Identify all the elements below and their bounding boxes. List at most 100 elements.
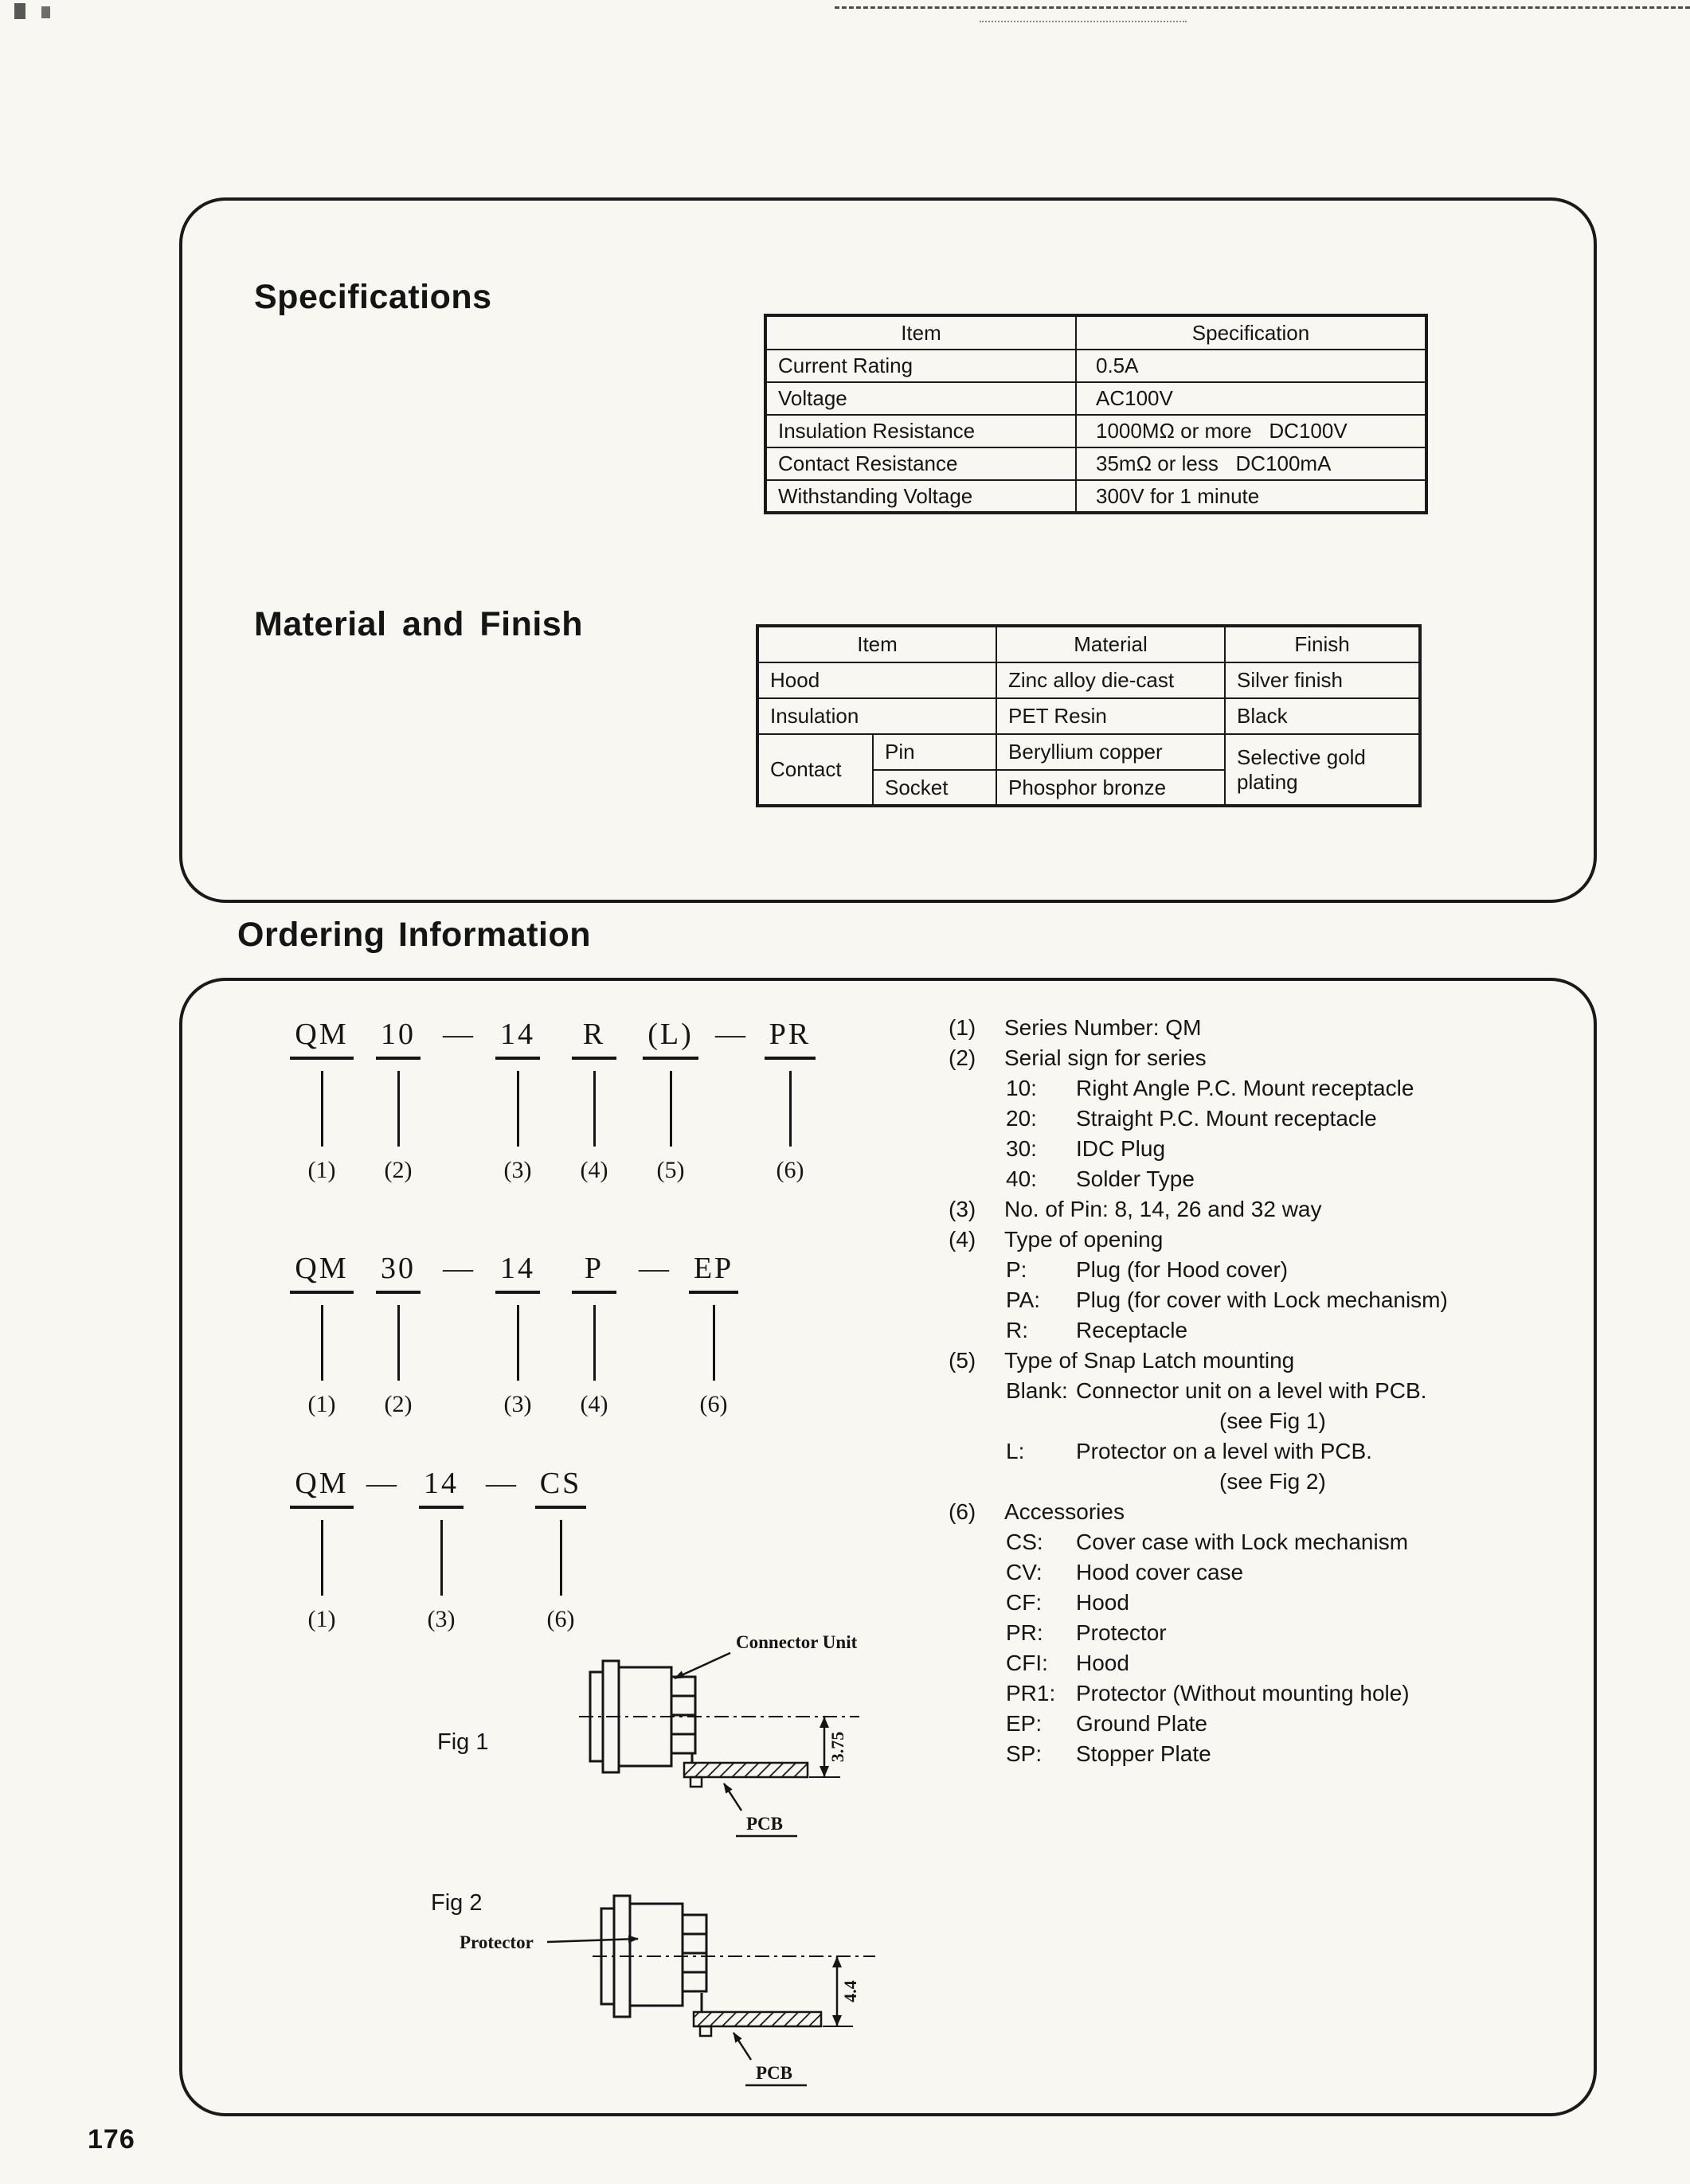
code-token-number: (6) — [776, 1156, 804, 1183]
item-cell: Hood — [756, 662, 998, 699]
code-token-text: P — [572, 1252, 616, 1294]
leader-line — [440, 1519, 443, 1596]
item-cell: Current Rating — [765, 349, 1077, 383]
value-cell: 300V for 1 minute — [1075, 479, 1427, 514]
value-cell: 1000MΩ or more DC100V — [1075, 414, 1427, 448]
table-row: Hood Zinc alloy die-cast Silver finish — [756, 662, 1422, 699]
note-text: Cover case with Lock mechanism — [1076, 1530, 1409, 1554]
note-line: (1)Series Number: QM — [949, 1013, 1586, 1043]
code-token-text: EP — [688, 1252, 739, 1294]
note-code: 20: — [1006, 1106, 1037, 1131]
finish-cell: Selective gold plating — [1224, 733, 1422, 807]
item-cell: Withstanding Voltage — [765, 479, 1077, 514]
code-token: (L) (5) — [639, 1018, 702, 1184]
code-token-number: (3) — [503, 1156, 532, 1183]
value-cell: AC100V — [1075, 381, 1427, 416]
code-separator: — — [486, 1467, 516, 1500]
svg-text:PCB: PCB — [746, 1814, 783, 1834]
note-line: (5)Type of Snap Latch mounting — [949, 1346, 1586, 1376]
note-number: (4) — [949, 1227, 976, 1252]
note-text: IDC Plug — [1076, 1136, 1166, 1161]
note-text: Straight P.C. Mount receptacle — [1076, 1106, 1377, 1131]
note-text: Connector unit on a level with PCB. — [1076, 1378, 1427, 1403]
material-cell: Zinc alloy die-cast — [996, 662, 1226, 699]
material-cell: Beryllium copper — [996, 733, 1226, 771]
material-cell: Phosphor bronze — [996, 769, 1226, 807]
note-line: 20: Straight P.C. Mount receptacle — [949, 1104, 1586, 1134]
code-token-number: (1) — [307, 1156, 336, 1183]
note-text: Hood — [1076, 1651, 1129, 1675]
code-token-text: CS — [534, 1467, 587, 1509]
page-number: 176 — [88, 2124, 135, 2155]
header-item: Item — [756, 625, 998, 663]
note-line: PR:Protector — [949, 1618, 1586, 1648]
code-separator: — — [715, 1018, 745, 1051]
table-row: Contact Pin Beryllium copper Selective g… — [757, 733, 1422, 807]
ordering-information-box: QM (1) 10 (2) — 14 (3) R (4) (L) (5) — P… — [179, 978, 1597, 2116]
note-code: PR: — [1006, 1620, 1043, 1645]
code-separator: — — [443, 1252, 473, 1285]
value-cell: 0.5A — [1075, 349, 1427, 383]
note-text: Receptacle — [1076, 1318, 1188, 1342]
note-text: Right Angle P.C. Mount receptacle — [1076, 1076, 1414, 1100]
code-token: QM (1) — [290, 1467, 354, 1633]
note-code: PR1: — [1006, 1681, 1056, 1705]
note-line: (4)Type of opening — [949, 1225, 1586, 1255]
ordering-information-heading: Ordering Information — [237, 916, 591, 954]
note-text: Plug (for Hood cover) — [1076, 1257, 1289, 1282]
note-text: Hood cover case — [1076, 1560, 1244, 1584]
note-line: L:Protector on a level with PCB. — [949, 1436, 1586, 1467]
dimension-4-4: 4.4 — [823, 1956, 860, 2027]
code-token-number: (3) — [427, 1605, 456, 1632]
finish-cell: Black — [1224, 697, 1422, 735]
code-token-number: (1) — [307, 1390, 336, 1417]
leader-line — [397, 1070, 400, 1147]
part-number-diagram-2: QM (1) 30 (2) — 14 (3) P (4) — EP (6) — [290, 1252, 745, 1418]
leader-line — [669, 1070, 672, 1147]
leader-line — [516, 1304, 519, 1381]
fig2-diagram: Protector 4.4 PCB — [460, 1894, 875, 2087]
note-code: 10: — [1006, 1076, 1037, 1100]
note-code: PA: — [1006, 1287, 1041, 1312]
ordering-notes: (1)Series Number: QM (2)Serial sign for … — [949, 1013, 1586, 1769]
note-line: PR1:Protector (Without mounting hole) — [949, 1678, 1586, 1709]
leader-line — [712, 1304, 715, 1381]
code-separator: — — [639, 1252, 669, 1285]
code-token: CS (6) — [529, 1467, 593, 1633]
note-line: CV:Hood cover case — [949, 1557, 1586, 1588]
note-line: (see Fig 1) — [949, 1406, 1586, 1436]
code-token-number: (2) — [384, 1390, 413, 1417]
code-token: EP (6) — [682, 1252, 745, 1418]
note-text: (see Fig 2) — [1219, 1469, 1326, 1494]
code-token-text: 14 — [495, 1018, 540, 1060]
scan-artifact-dashed-line — [835, 6, 1690, 9]
code-token-number: (6) — [699, 1390, 728, 1417]
code-token-text: QM — [290, 1018, 354, 1060]
note-line: CFI:Hood — [949, 1648, 1586, 1678]
scan-artifact-mark — [14, 3, 25, 19]
note-line: CF:Hood — [949, 1588, 1586, 1618]
table-row: Insulation PET Resin Black — [756, 697, 1422, 735]
code-token-text: R — [572, 1018, 616, 1060]
fig1-diagram: Connector Unit 3.75 PCB — [579, 1632, 859, 1838]
code-token-text: 30 — [376, 1252, 421, 1294]
svg-text:PCB: PCB — [756, 2063, 792, 2083]
code-token: 14 (3) — [486, 1252, 550, 1418]
callout-arrow — [674, 1651, 731, 1680]
code-token-number: (1) — [307, 1605, 336, 1632]
code-token-text: 14 — [419, 1467, 464, 1509]
note-code: CS: — [1006, 1530, 1043, 1554]
header-item: Item — [765, 315, 1077, 350]
note-code: CF: — [1006, 1590, 1043, 1615]
leader-line — [397, 1304, 400, 1381]
code-token: 30 (2) — [366, 1252, 430, 1418]
note-line: 30:IDC Plug — [949, 1134, 1586, 1164]
scan-artifact-dotted-line — [980, 21, 1187, 22]
pcb-bar — [692, 2010, 823, 2037]
note-line: (see Fig 2) — [949, 1467, 1586, 1497]
leader-line — [593, 1070, 596, 1147]
dimension-text: 3.75 — [827, 1732, 847, 1763]
note-text: Type of Snap Latch mounting — [1004, 1348, 1295, 1373]
code-token-text: QM — [290, 1252, 354, 1294]
leader-line — [320, 1519, 323, 1596]
